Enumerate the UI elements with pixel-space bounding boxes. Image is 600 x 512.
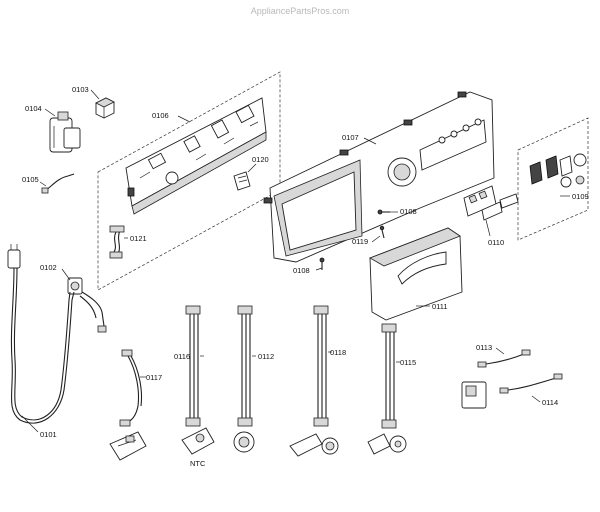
leader-0105: [39, 181, 47, 187]
module-harness-part[interactable]: [109, 225, 125, 259]
bottom-part-b[interactable]: [233, 431, 255, 453]
label-0121: 0121: [130, 234, 147, 243]
leader-0119: [371, 235, 381, 243]
leader-0110: [485, 219, 491, 237]
control-panel-fascia-part[interactable]: [263, 91, 495, 263]
label-0102: 0102: [40, 263, 57, 272]
label-0119: 0119: [352, 237, 368, 246]
label-0101: 0101: [40, 430, 57, 439]
leader-0114: [531, 395, 541, 403]
label-0105: 0105: [22, 175, 39, 184]
harness-0118-part[interactable]: [313, 305, 329, 427]
harness-0115-part[interactable]: [381, 323, 397, 429]
label-0115: 0115: [400, 358, 416, 367]
button-group-outline: [517, 117, 589, 241]
ntc-sensor-part[interactable]: [181, 427, 215, 455]
label-0109: 0109: [572, 192, 589, 201]
label-0113: 0113: [476, 343, 492, 352]
leader-0106: [177, 115, 191, 123]
leader-0102: [61, 268, 71, 281]
harness-0116-part[interactable]: [185, 305, 201, 427]
dispenser-handle-part[interactable]: [369, 227, 463, 321]
harness-0112-part[interactable]: [237, 305, 253, 427]
short-wire-part[interactable]: [45, 173, 75, 191]
small-board-part[interactable]: [233, 171, 251, 191]
screw-lower-part[interactable]: [319, 257, 325, 270]
label-0118: 0118: [330, 348, 346, 357]
leader-0113: [495, 347, 505, 355]
power-cord-part[interactable]: [7, 244, 107, 424]
bottom-part-c[interactable]: [289, 433, 339, 457]
label-ntc: NTC: [190, 459, 206, 468]
label-0106: 0106: [152, 111, 169, 120]
leader-0103: [90, 89, 100, 100]
label-0108-upper: 0108: [400, 207, 417, 216]
label-0114: 0114: [542, 398, 558, 407]
label-0112: 0112: [258, 352, 274, 361]
plug-connector-part[interactable]: [67, 277, 83, 295]
knob-set-part[interactable]: [529, 153, 587, 188]
harness-0117-part[interactable]: [119, 349, 143, 427]
relay-part[interactable]: [95, 97, 115, 119]
label-0107: 0107: [342, 133, 359, 142]
short-wire-connector: [41, 187, 49, 194]
screw-upper-part[interactable]: [377, 209, 390, 215]
leader-0104: [44, 108, 56, 117]
label-0108-lower: 0108: [293, 266, 310, 275]
label-0111: 0111: [432, 302, 448, 311]
wire-0114-part[interactable]: [461, 373, 563, 409]
label-0103: 0103: [72, 85, 89, 94]
noise-filter-part[interactable]: [49, 111, 81, 153]
leader-0108-lower: [315, 267, 323, 271]
label-0120: 0120: [252, 155, 269, 164]
bottom-part-d[interactable]: [367, 433, 407, 455]
button-set-part[interactable]: [463, 185, 519, 221]
bottom-part-a[interactable]: [109, 431, 147, 461]
label-0117: 0117: [146, 373, 162, 382]
leader-0107: [363, 137, 377, 145]
control-module-part[interactable]: [125, 97, 267, 215]
wire-0113-part[interactable]: [477, 349, 531, 368]
leader-0101: [21, 415, 39, 433]
leader-0120: [247, 163, 257, 173]
watermark: AppliancePartsPros.com: [251, 6, 350, 16]
label-0104: 0104: [25, 104, 42, 113]
label-0110: 0110: [488, 238, 504, 247]
screw-small-part[interactable]: [379, 225, 385, 239]
label-0116: 0116: [174, 352, 190, 361]
